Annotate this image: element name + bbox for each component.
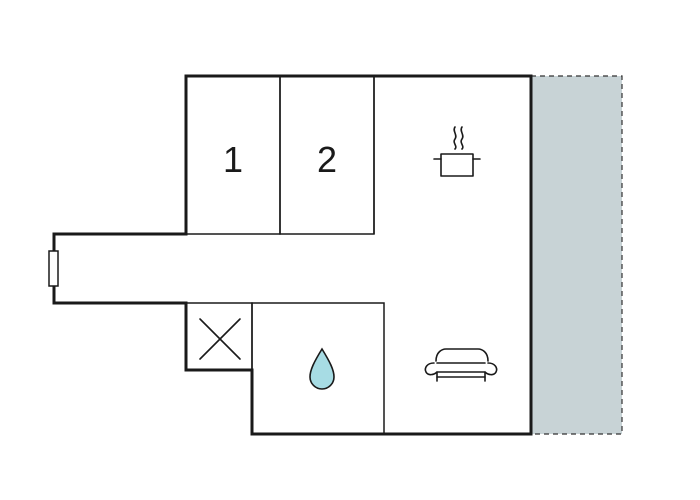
building-outline	[52, 74, 533, 436]
room-number-1: 1	[223, 139, 243, 180]
room-number-2: 2	[317, 139, 337, 180]
cross-icon	[199, 318, 241, 360]
terrace-area	[530, 75, 623, 435]
door-icon	[48, 250, 59, 287]
room-storage	[185, 302, 253, 371]
water-drop-icon	[309, 347, 335, 390]
sofa-icon	[424, 348, 498, 382]
room-bathroom	[251, 302, 385, 435]
cooking-pot-icon	[433, 126, 481, 177]
